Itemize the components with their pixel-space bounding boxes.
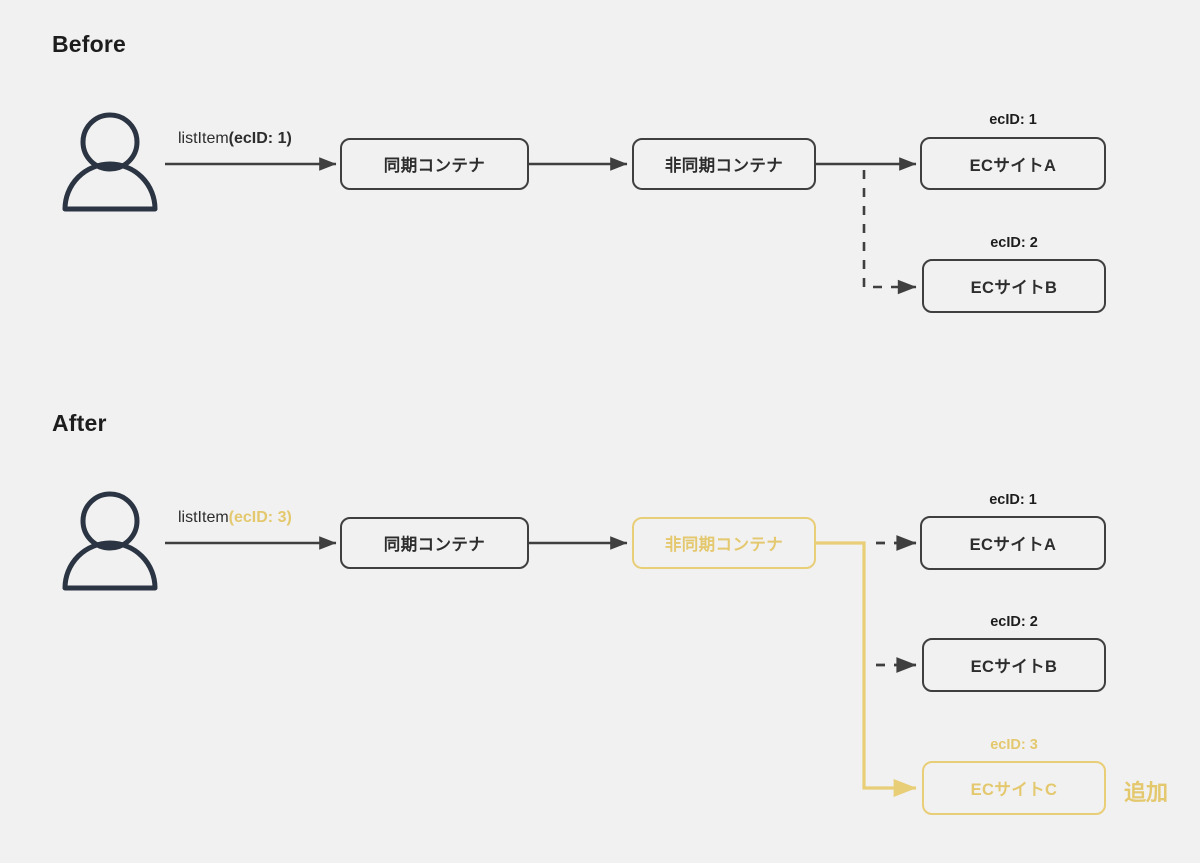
node-ec-site-b-before[interactable]: ECサイトB	[922, 259, 1106, 313]
caption-ecid-1-before: ecID: 1	[989, 112, 1037, 128]
user-actor-icon-before	[60, 110, 160, 217]
section-title-before: Before	[52, 31, 127, 57]
node-label: 非同期コンテナ	[664, 536, 784, 554]
edge-async-to-ecc-after	[816, 541, 917, 797]
node-label: ECサイトA	[969, 156, 1057, 175]
node-async-container-after[interactable]: 非同期コンテナ	[632, 517, 816, 569]
node-ec-site-b-after[interactable]: ECサイトB	[922, 638, 1106, 692]
edge-async-to-ecb-before	[862, 170, 917, 295]
node-label: ECサイトB	[970, 279, 1058, 297]
edge-label-listitem-before: listItem(ecID: 1)	[178, 130, 292, 148]
node-ec-site-a-before[interactable]: ECサイトA	[920, 137, 1106, 190]
node-label: 同期コンテナ	[383, 536, 486, 554]
node-sync-container-after[interactable]: 同期コンテナ	[340, 517, 529, 569]
node-label: 同期コンテナ	[383, 157, 486, 175]
node-ec-site-c-after[interactable]: ECサイトC	[922, 761, 1106, 815]
edge-label-method-after: listItem	[178, 509, 229, 526]
user-actor-icon-after	[60, 489, 160, 596]
annotation-added-label: 追加	[1124, 780, 1169, 805]
node-async-container-before[interactable]: 非同期コンテナ	[632, 138, 816, 190]
caption-ecid-1-after: ecID: 1	[989, 492, 1037, 508]
edge-label-param-after: (ecID: 3)	[228, 509, 292, 526]
edge-label-param-before: (ecID: 1)	[228, 130, 292, 147]
node-sync-container-before[interactable]: 同期コンテナ	[340, 138, 529, 190]
node-label: 非同期コンテナ	[664, 157, 784, 175]
section-title-after: After	[52, 410, 107, 436]
node-label: ECサイトA	[969, 536, 1057, 554]
caption-ecid-2-before: ecID: 2	[990, 235, 1038, 251]
edge-label-method-before: listItem	[178, 130, 229, 147]
edge-label-listitem-after: listItem(ecID: 3)	[178, 509, 292, 527]
caption-ecid-3-after: ecID: 3	[990, 737, 1038, 753]
node-ec-site-a-after[interactable]: ECサイトA	[920, 516, 1106, 570]
node-label: ECサイトC	[970, 781, 1058, 799]
caption-ecid-2-after: ecID: 2	[990, 614, 1038, 630]
node-label: ECサイトB	[970, 658, 1058, 676]
